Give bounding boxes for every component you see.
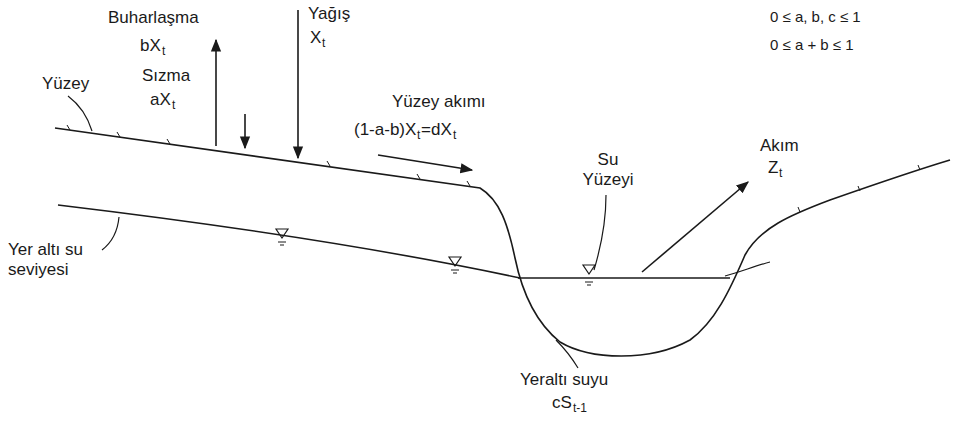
annotation-label: X — [310, 28, 321, 48]
annotation-label: cS — [552, 393, 572, 413]
subscript-label: t — [322, 37, 325, 51]
subscript-label: t — [779, 167, 782, 181]
water-level-symbol — [276, 229, 288, 245]
rain-arrow — [297, 10, 299, 158]
leader-line — [725, 262, 770, 276]
water-level-symbol — [583, 265, 595, 285]
annotation-label: Sızma — [142, 66, 190, 86]
annotation-label: Buharlaşma — [108, 8, 199, 28]
subscript-label: t — [417, 129, 420, 143]
annotation-label: Su Yüzeyi — [576, 150, 640, 189]
annotation-label: =dX — [421, 120, 452, 140]
groundwater-table — [58, 205, 520, 278]
annotation-label: Akım — [760, 136, 799, 156]
subscript-label: t-1 — [573, 402, 587, 416]
annotation-label: 0 ≤ a, b, c ≤ 1 — [770, 8, 861, 25]
leader-line — [556, 340, 578, 368]
streamflow-arrow — [642, 182, 748, 272]
infiltration-arrow — [244, 114, 246, 148]
water-level-symbol — [449, 257, 461, 273]
annotation-label: Yeraltı suyu — [520, 370, 608, 390]
annotation-label: 0 ≤ a + b ≤ 1 — [770, 36, 854, 53]
annotation-label: aX — [150, 90, 171, 110]
subscript-label: t — [453, 129, 456, 143]
annotation-label: Z — [768, 158, 778, 178]
annotation-label: Yer altı su seviyesi — [8, 240, 108, 279]
surface-hatching — [67, 125, 920, 212]
runoff-arrow — [378, 155, 472, 170]
subscript-label: t — [162, 45, 165, 59]
annotation-label: Yüzey akımı — [392, 92, 486, 112]
water-surface — [518, 277, 730, 279]
annotation-label: Yüzey — [42, 74, 89, 94]
leader-line — [102, 217, 119, 250]
ground-surface — [55, 128, 950, 356]
leader-line — [594, 195, 606, 270]
evaporation-arrow — [215, 40, 217, 146]
annotation-label: bX — [140, 36, 161, 56]
leader-line — [68, 96, 92, 131]
annotation-label: Yağış — [308, 4, 350, 24]
subscript-label: t — [172, 99, 175, 113]
annotation-label: (1-a-b)X — [354, 120, 416, 140]
